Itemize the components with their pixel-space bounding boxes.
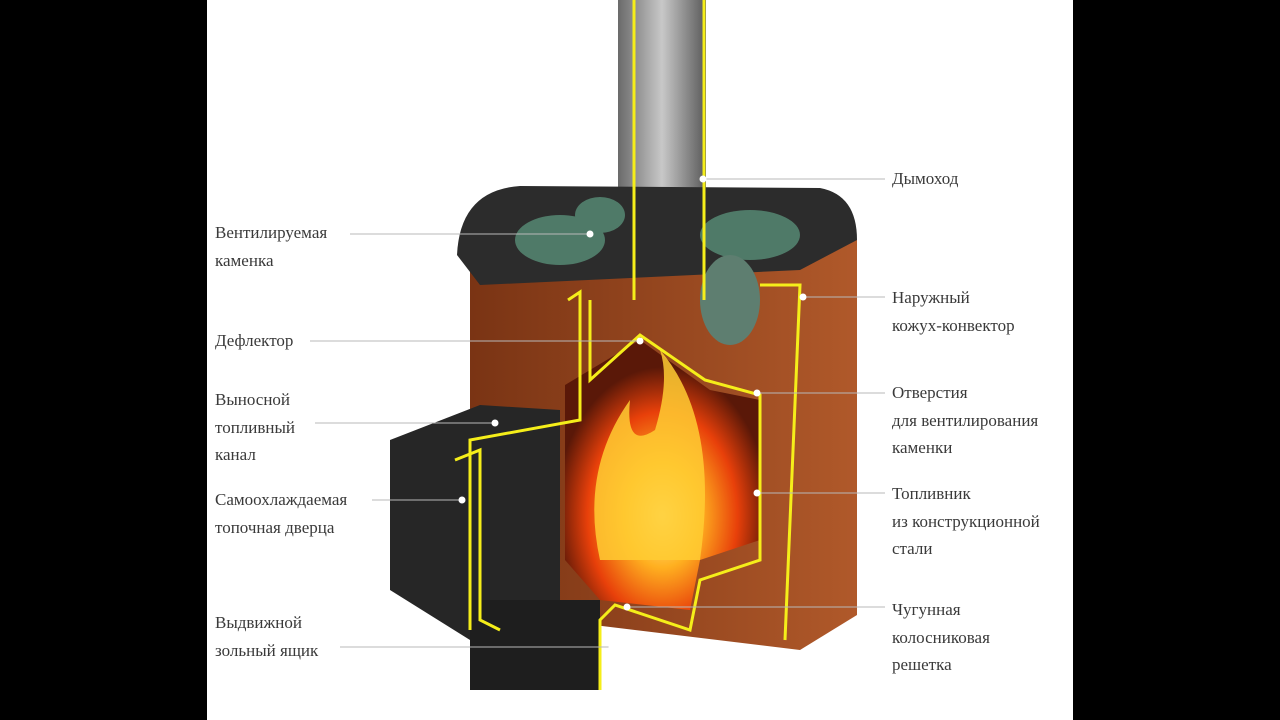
label-line: Выносной: [215, 390, 291, 409]
label-line: каменки: [892, 438, 953, 457]
label-line: зольный ящик: [215, 640, 319, 660]
label-line: колосниковая: [892, 627, 990, 647]
label-line: Дефлектор: [215, 331, 294, 350]
leader-dots: [458, 175, 807, 651]
leader-lines: [310, 178, 885, 648]
ash-box-body: [470, 600, 600, 690]
label-chimney: Дымоход: [892, 165, 958, 193]
label-line: Самоохлаждаемая: [215, 490, 348, 509]
label-line: Выдвижной: [215, 613, 302, 632]
label-line: Наружный: [892, 288, 970, 307]
label-line: топливный: [215, 417, 296, 437]
label-line: для вентилирования: [892, 410, 1039, 430]
label-outer-casing: Наружный кожух-конвектор: [892, 284, 1015, 339]
label-line: Отверстия: [892, 383, 968, 402]
label-line: Топливник: [892, 484, 971, 503]
label-grate: Чугунная колосниковая решетка: [892, 596, 990, 679]
flames: [594, 350, 705, 560]
label-line: Дымоход: [892, 169, 959, 188]
label-deflector: Дефлектор: [215, 327, 293, 355]
label-fuel-channel: Выносной топливный канал: [215, 386, 295, 469]
label-firebox: Топливник из конструкционной стали: [892, 480, 1040, 563]
label-firebox-door: Самоохлаждаемая топочная дверца: [215, 486, 347, 541]
label-line: каменка: [215, 250, 274, 270]
label-ash-box: Выдвижной зольный ящик: [215, 609, 318, 664]
label-ventilated-heater: Вентилируемая каменка: [215, 219, 327, 274]
fuel-channel-body: [390, 405, 560, 640]
label-line: кожух-конвектор: [892, 315, 1015, 335]
label-line: Вентилируемая: [215, 223, 328, 242]
label-vent-holes: Отверстия для вентилирования каменки: [892, 379, 1038, 462]
stones: [515, 197, 800, 345]
label-line: стали: [892, 539, 933, 558]
label-line: Чугунная: [892, 600, 961, 619]
label-line: решетка: [892, 655, 952, 674]
label-line: канал: [215, 445, 256, 464]
label-line: топочная дверца: [215, 517, 335, 537]
cutaway-outline: [454, 0, 802, 690]
label-line: из конструкционной: [892, 511, 1040, 531]
